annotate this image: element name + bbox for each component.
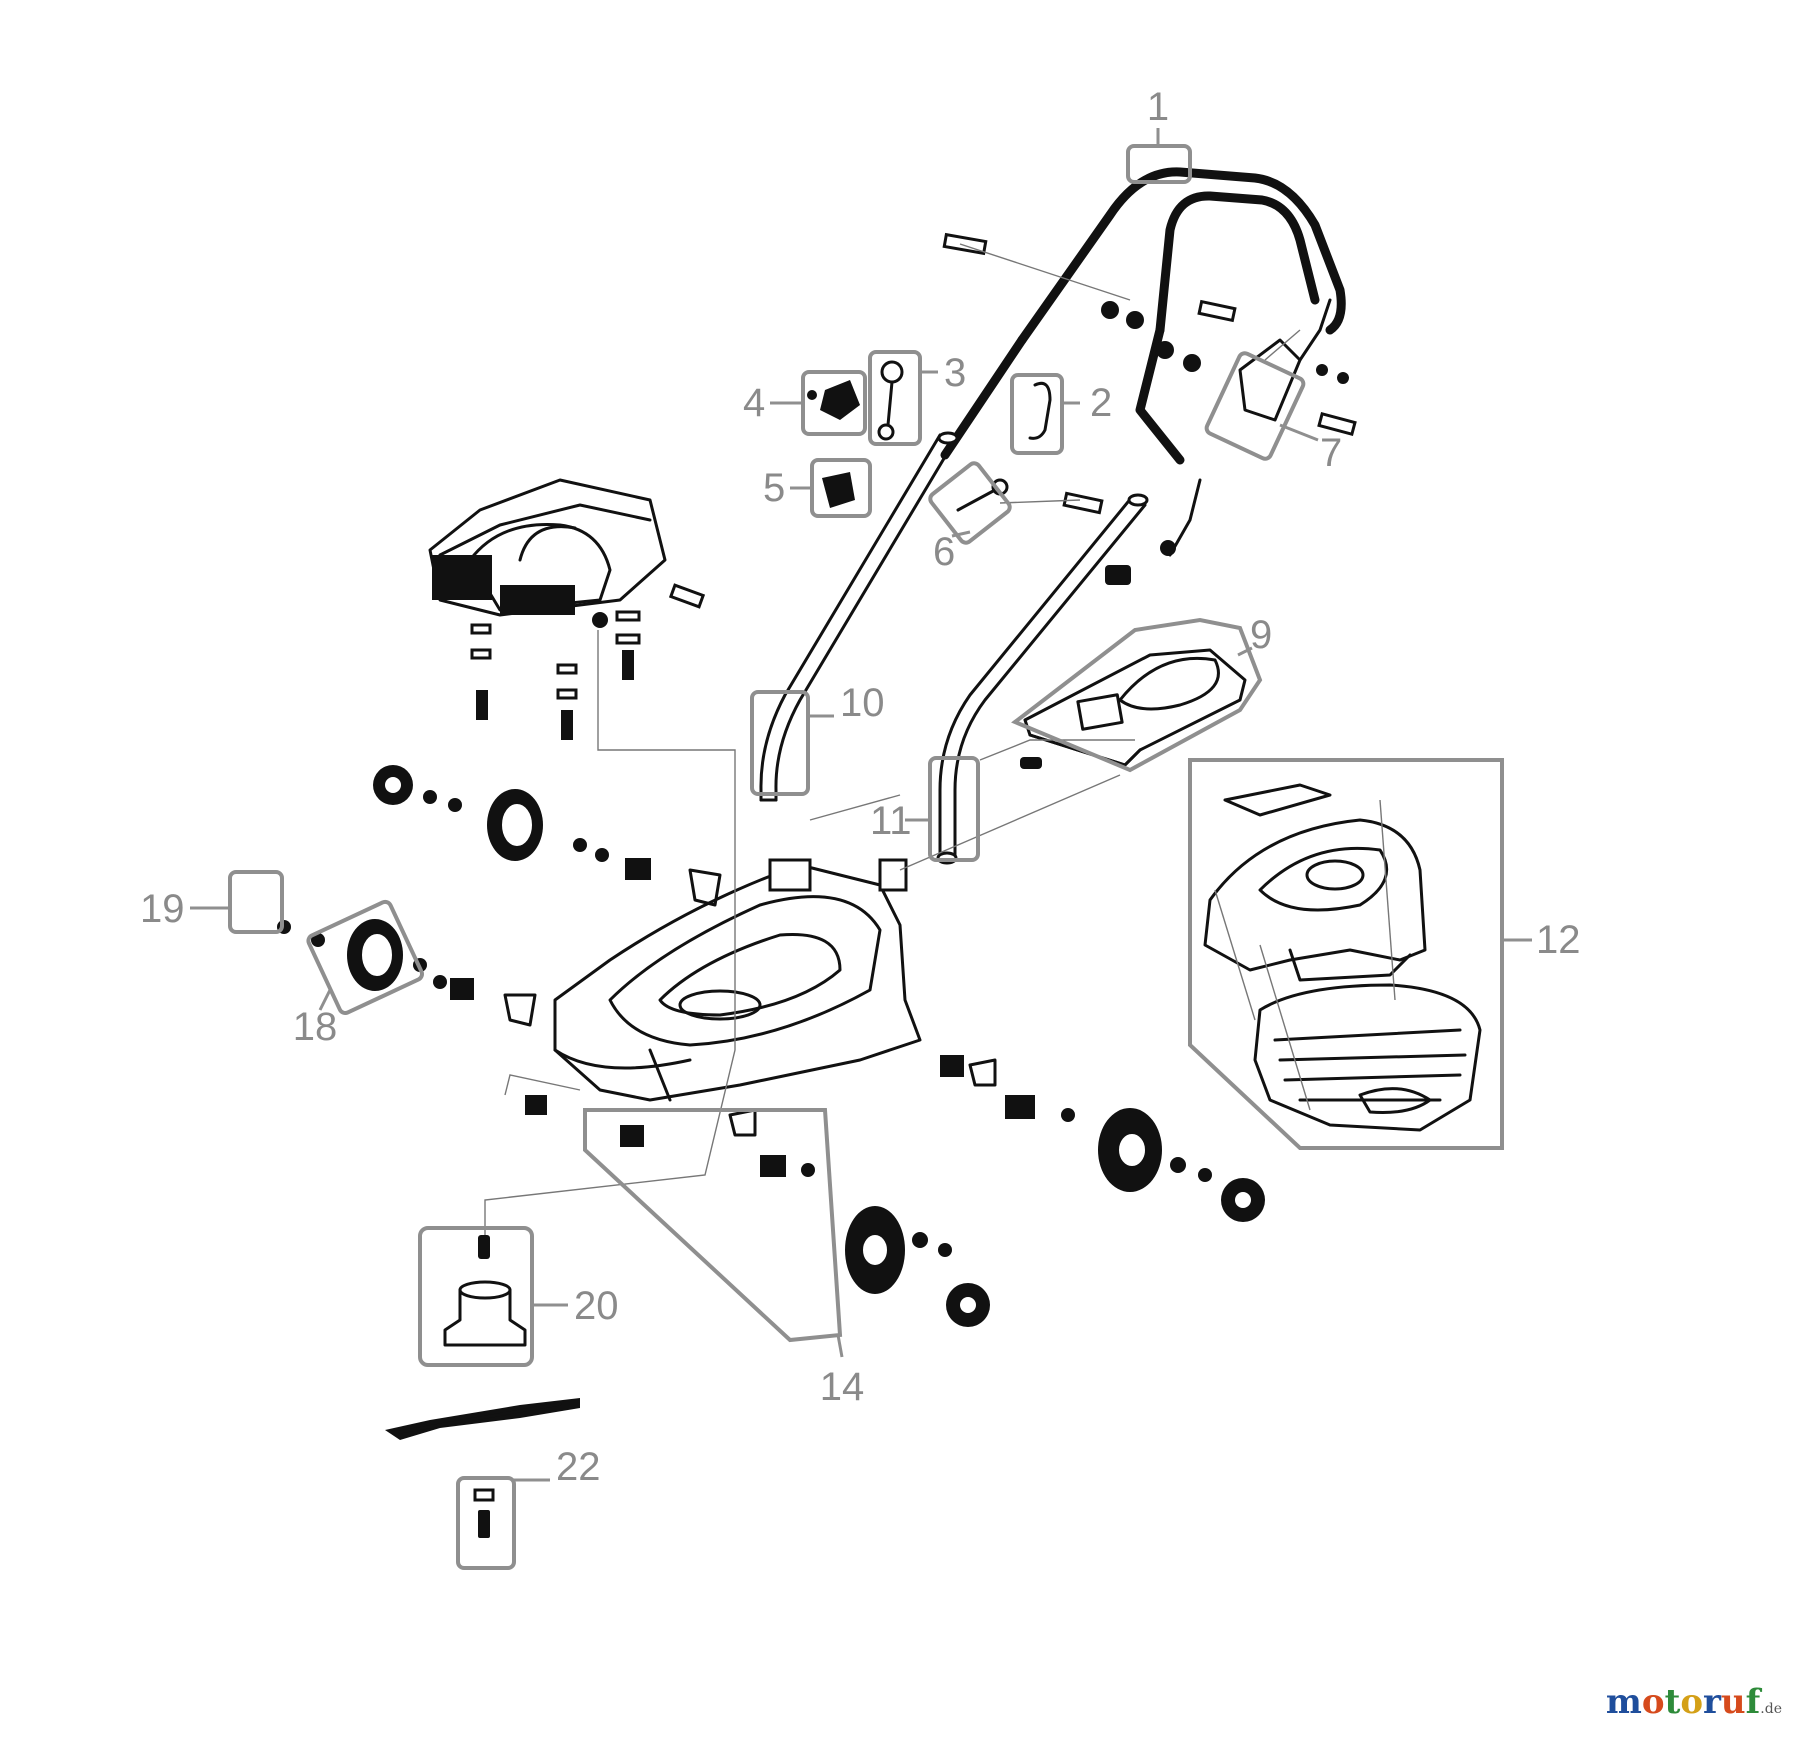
- callout-9: 9: [1011, 613, 1272, 773]
- callout-20: 20: [418, 1226, 619, 1367]
- callout-22-label: 22: [556, 1445, 601, 1489]
- lower-handle-left-drawing: [759, 431, 959, 802]
- callout-14: 14: [583, 1108, 865, 1409]
- callout-12: 12: [1188, 758, 1581, 1150]
- callout-22: 22: [456, 1445, 601, 1570]
- callout-9-label: 9: [1250, 613, 1272, 657]
- wheel-front-left-drawing: [277, 919, 644, 1147]
- motoruf-watermark-logo: motoruf.de: [1606, 1682, 1782, 1722]
- engine-drawing: [428, 478, 706, 740]
- deck-drawing: [553, 858, 922, 1102]
- callout-20-label: 20: [574, 1284, 619, 1328]
- handle-hardware-drawing: [942, 232, 1357, 585]
- watermark-letter: u: [1720, 1682, 1746, 1722]
- flap-cover-drawing: [1020, 648, 1247, 769]
- callout-11-label: 11: [870, 799, 912, 843]
- small-parts-drawing: [807, 360, 1052, 512]
- callout-19-label: 19: [140, 887, 185, 931]
- callout-3-label: 3: [944, 351, 966, 395]
- callout-18-label: 18: [293, 1005, 338, 1049]
- callout-19: 19: [140, 870, 284, 934]
- callout-12-label: 12: [1536, 918, 1581, 962]
- watermark-letter: o: [1641, 1682, 1665, 1722]
- callout-14-label: 14: [820, 1365, 865, 1409]
- callout-18: 18: [293, 899, 424, 1049]
- watermark-suffix: .de: [1760, 1701, 1782, 1717]
- callout-5-label: 5: [763, 466, 785, 510]
- wheel-rear-left-drawing: [373, 765, 722, 907]
- callout-10-label: 10: [840, 681, 885, 725]
- watermark-letter: t: [1664, 1682, 1681, 1722]
- callout-10: 10: [750, 681, 885, 796]
- callout-4-label: 4: [743, 381, 765, 425]
- assembly-lines: [484, 243, 1396, 1235]
- callout-7: 7: [1204, 351, 1342, 475]
- callout-5: 5: [763, 458, 872, 518]
- callout-11: 11: [870, 756, 980, 862]
- blade-adapter-drawing: [443, 1235, 527, 1538]
- callout-4: 4: [743, 370, 867, 436]
- wheel-rear-right-drawing: [940, 1055, 1265, 1222]
- wheel-front-right-drawing: [728, 1108, 990, 1327]
- callout-2-label: 2: [1090, 381, 1112, 425]
- callout-2: 2: [1010, 373, 1112, 455]
- watermark-letter: o: [1680, 1682, 1703, 1722]
- callout-7-label: 7: [1320, 431, 1342, 475]
- watermark-letter: r: [1703, 1682, 1721, 1722]
- watermark-letter: m: [1605, 1682, 1642, 1722]
- callout-6: 6: [928, 461, 1012, 574]
- watermark-letter: f: [1745, 1682, 1761, 1722]
- callout-3: 3: [868, 350, 966, 446]
- grass-bag-drawing: [1203, 783, 1482, 1132]
- callout-1-label: 1: [1147, 85, 1169, 129]
- callout-1: 1: [1126, 85, 1192, 184]
- blade-drawing: [385, 1398, 580, 1440]
- upper-handle-drawing: [940, 167, 1346, 557]
- callout-6-label: 6: [933, 530, 955, 574]
